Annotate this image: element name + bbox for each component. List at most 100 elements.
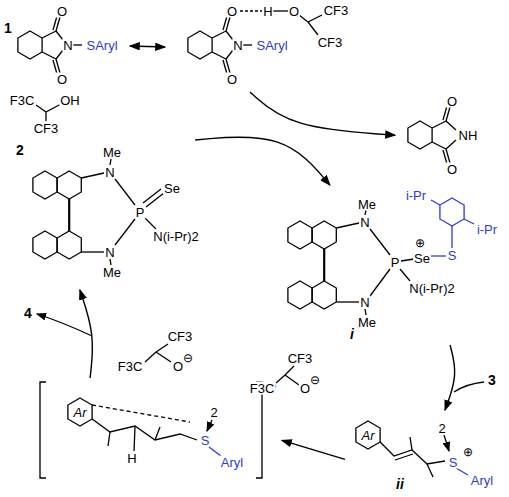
reaction-arrow (250, 92, 395, 135)
hfip (36, 104, 299, 385)
catalyst-binaphthyl (57, 231, 81, 259)
atom-label: O (226, 73, 238, 86)
transition-state (256, 382, 262, 478)
atom-label: CF3 (317, 36, 344, 49)
group-label: 4 (23, 306, 33, 320)
group-label: 3 (487, 373, 497, 387)
phthalimide-1 (73, 44, 82, 45)
intermediate-i (370, 269, 390, 296)
atom-label: 2 (15, 143, 25, 157)
group-label: CF3 (287, 352, 314, 365)
hfip-complex (243, 44, 252, 45)
sulfonium-ii (380, 442, 445, 464)
intermediate-i (288, 210, 414, 315)
hfip-complex (240, 10, 262, 11)
atom-label: S (448, 456, 459, 469)
hfip-complex (299, 15, 308, 22)
aryl-group (451, 226, 452, 248)
atom-label: O (226, 5, 238, 18)
sulfonium-ii (356, 421, 380, 449)
atom-label: ⊕ (414, 237, 426, 249)
catalyst-binaphthyl (33, 231, 57, 259)
atom-label: Me (102, 266, 122, 279)
transition-state (92, 419, 197, 440)
sulfonium-ii (427, 464, 433, 477)
hfip (145, 352, 156, 362)
phthalimide (408, 121, 432, 149)
atom-label: H (126, 452, 137, 465)
group-label: F3C (117, 360, 144, 373)
atom-label: O (56, 5, 68, 18)
catalyst-binaphthyl (143, 189, 161, 203)
phthalimide-1 (18, 31, 42, 59)
intermediate-i (370, 229, 390, 255)
phthalimide-1 (53, 16, 57, 30)
atom-label: N (62, 39, 73, 52)
intermediate-i (336, 301, 359, 302)
catalyst-binaphthyl (115, 179, 135, 205)
catalyst-binaphthyl (110, 259, 111, 265)
intermediate-i (323, 249, 325, 281)
transition-state (92, 405, 190, 422)
hfip (276, 375, 285, 383)
hfip (156, 344, 168, 352)
atom-label: 2 (437, 422, 446, 435)
structure-group: ArH2SAryl⊕ (35, 378, 282, 482)
aryl-group (431, 200, 440, 205)
atom-label: N(i-Pr)2 (408, 282, 456, 295)
intermediate-i (400, 269, 410, 281)
hfip (285, 366, 294, 375)
hfip (156, 352, 171, 362)
transition-state (155, 427, 160, 440)
phthalimide (443, 106, 447, 120)
intermediate-i (288, 221, 312, 249)
hfip-complex (212, 52, 226, 59)
phthalimide (432, 142, 446, 149)
aryl-group (456, 468, 468, 475)
sulfonium-ii (356, 421, 449, 477)
group-label: ⊖ (182, 352, 194, 364)
phthalimide (446, 140, 456, 149)
atom-label: ii (395, 477, 405, 491)
hfip-complex (188, 31, 212, 59)
sulfonium-ii (410, 437, 412, 450)
atom-label: N (104, 166, 115, 179)
atom-label: SAryl (85, 39, 118, 52)
hfip-complex (308, 15, 322, 22)
structure-group: OHOCF3CF3NSArylO (165, 2, 355, 92)
atom-label: Me (357, 198, 377, 211)
phthalimide-1 (18, 16, 82, 74)
phthalimide (432, 121, 446, 128)
atom-label: Me (102, 146, 122, 159)
sulfonium-ii (395, 454, 413, 460)
atom-label: i-Pr (476, 223, 498, 236)
aryl-group (209, 198, 474, 475)
hfip-complex (308, 22, 318, 35)
intermediate-i (312, 221, 336, 249)
reaction-arrow (130, 46, 165, 47)
intermediate-i (365, 210, 366, 215)
atom-label: O (288, 5, 300, 18)
sulfonium-ii (444, 435, 449, 451)
catalyst-binaphthyl (145, 218, 156, 229)
catalyst-binaphthyl (33, 171, 57, 199)
reaction-arrow (80, 290, 92, 378)
catalyst-binaphthyl (115, 219, 135, 245)
structure-group: ii-Pri-PrMeNPSe⊕SN(i-Pr)2NMe (265, 185, 505, 345)
hfip-complex (223, 16, 227, 30)
atom-label: ⊕ (462, 446, 474, 458)
atom-label: NH (458, 129, 479, 142)
catalyst-binaphthyl (68, 199, 70, 231)
structure-group: Ar2S⊕Arylii (345, 410, 505, 496)
atom-label: O (446, 163, 458, 176)
atom-label: Se (413, 252, 431, 265)
atom-label: P (135, 206, 146, 219)
catalyst-binaphthyl (81, 173, 104, 178)
atom-label: N(i-Pr)2 (152, 230, 200, 243)
transition-state (207, 420, 212, 431)
hfip-complex (188, 11, 322, 74)
